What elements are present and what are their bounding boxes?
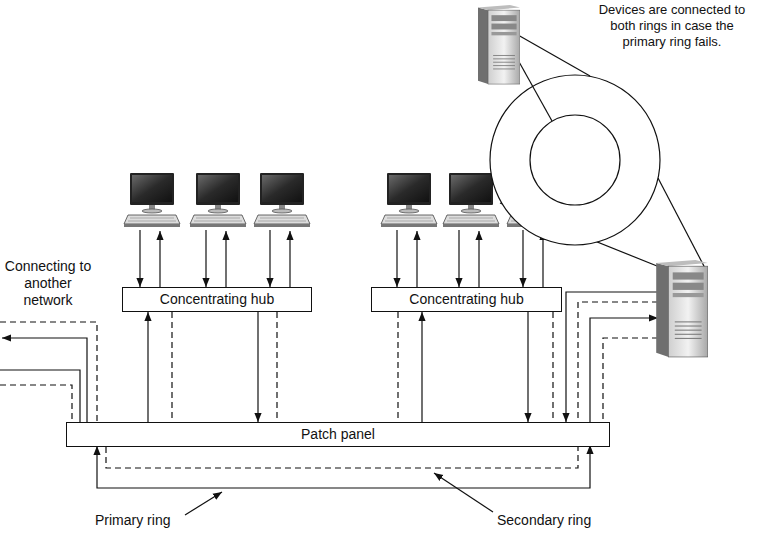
network-link-wires bbox=[0, 322, 97, 422]
ring-connector bbox=[397, 312, 398, 422]
server-wires bbox=[566, 292, 658, 422]
computer-icon bbox=[443, 173, 499, 227]
ring-label: Secondary ring bbox=[497, 512, 612, 529]
ring-connector bbox=[147, 312, 148, 422]
concentrating-hub: Concentrating hub bbox=[371, 287, 562, 312]
magnifier bbox=[490, 35, 706, 270]
connectors bbox=[148, 312, 553, 422]
leader-arrow bbox=[185, 492, 222, 515]
computer-icon bbox=[190, 173, 246, 227]
computer-icon bbox=[254, 173, 310, 227]
node-label: Concentrating hub bbox=[378, 291, 555, 308]
node-label: Patch panel bbox=[73, 426, 603, 443]
workstation-wires bbox=[140, 230, 543, 287]
ring-connector bbox=[421, 312, 422, 422]
server-icon bbox=[478, 5, 520, 84]
ring-connector bbox=[257, 312, 258, 422]
computer-icon bbox=[124, 173, 180, 227]
patch-panel: Patch panel bbox=[66, 422, 610, 447]
concentrating-hub: Concentrating hub bbox=[122, 287, 312, 312]
ring-connector bbox=[276, 312, 277, 422]
ring-connector bbox=[552, 312, 553, 422]
ring-connector bbox=[527, 312, 528, 422]
computer-icon bbox=[381, 173, 437, 227]
ring-label: Primary ring bbox=[95, 512, 195, 529]
node-label: Concentrating hub bbox=[129, 291, 305, 308]
ring-loops bbox=[97, 445, 590, 515]
ring-connector bbox=[171, 312, 172, 422]
leader-arrow bbox=[434, 473, 493, 512]
network-note: Connecting to another network bbox=[2, 258, 94, 309]
callout-note: Devices are connected to both rings in c… bbox=[598, 2, 746, 50]
server-icon bbox=[656, 260, 708, 357]
